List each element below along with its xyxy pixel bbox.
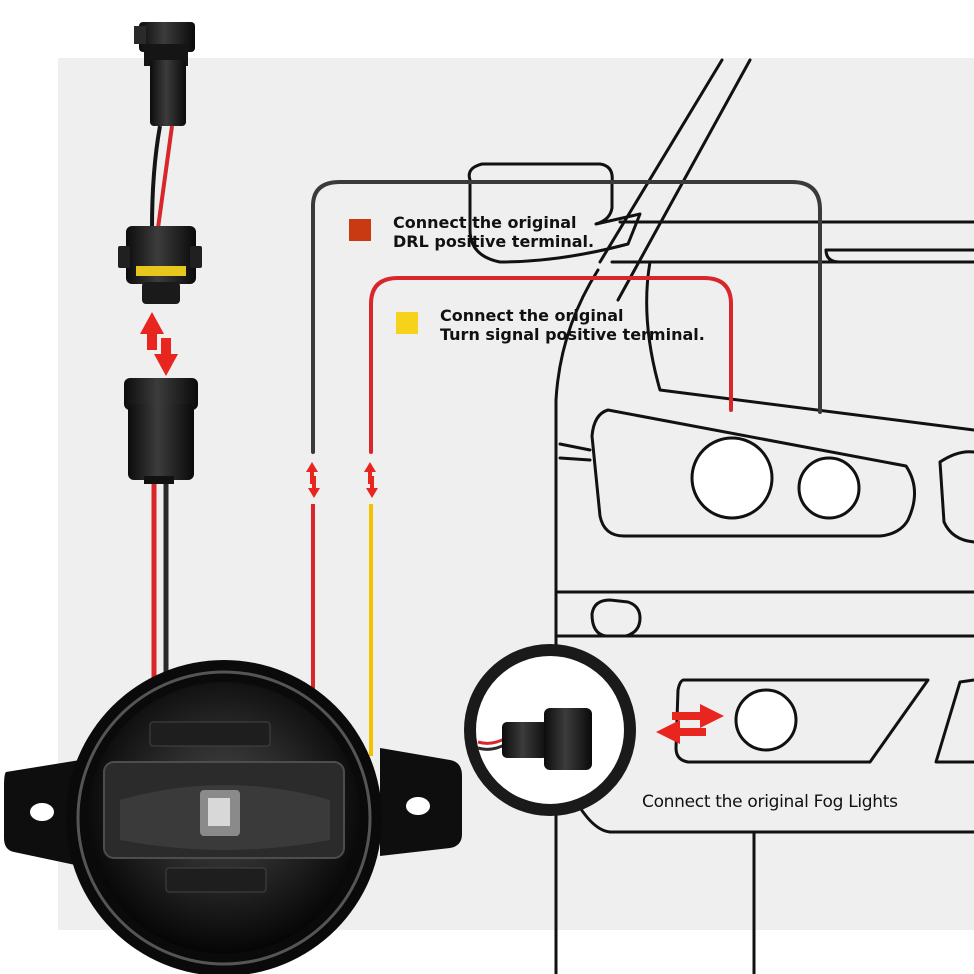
drl-swatch — [349, 219, 371, 241]
connect-arrows-icon — [140, 312, 178, 376]
fog-lights-caption: Connect the original Fog Lights — [642, 792, 898, 812]
zoom-connector-icon — [464, 644, 636, 816]
turn-swatch — [396, 312, 418, 334]
bullet-plug-icon — [124, 378, 198, 484]
drl-instruction: Connect the original DRL positive termin… — [349, 213, 594, 251]
h11-socket-icon — [118, 226, 202, 304]
drl-label-line1: Connect the original — [393, 213, 577, 232]
turn-label-line2: Turn signal positive terminal. — [440, 325, 705, 344]
fog-light-icon — [4, 660, 462, 974]
double-arrow-icon — [306, 462, 378, 498]
drl-wire — [311, 180, 822, 454]
fog-connect-arrows-icon — [656, 704, 724, 744]
fog-light-socket — [734, 688, 798, 752]
turn-signal-instruction: Connect the original Turn signal positiv… — [396, 306, 705, 344]
drl-label-line2: DRL positive terminal. — [393, 232, 595, 251]
turn-label-line1: Connect the original — [440, 306, 624, 325]
h11-plug-icon — [134, 22, 195, 229]
turn-signal-wire — [369, 276, 733, 454]
headlight-high-beam — [690, 436, 774, 520]
headlight-low-beam — [797, 456, 861, 520]
